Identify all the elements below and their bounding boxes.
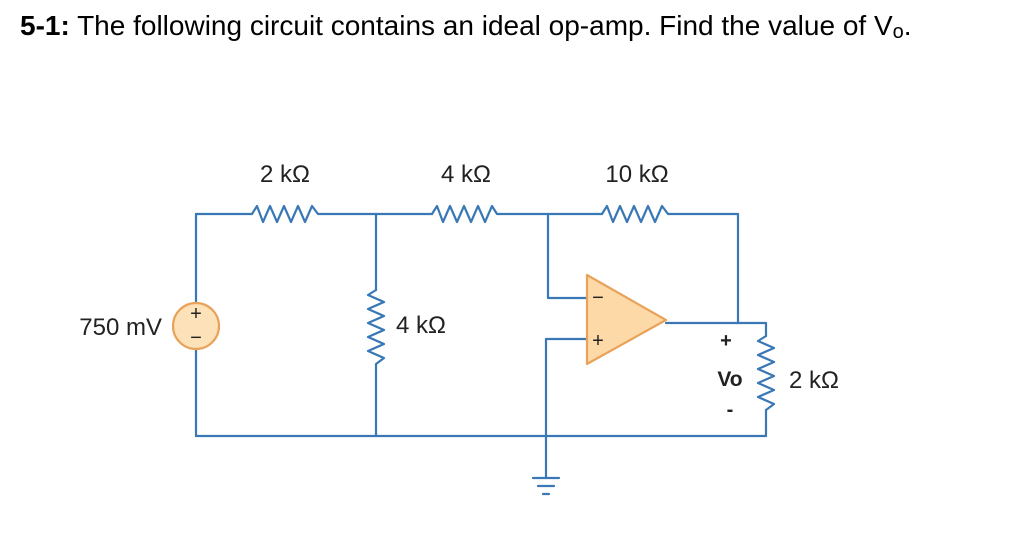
resistor-2k-top	[250, 204, 324, 224]
question-end: .	[903, 10, 912, 41]
vo-label: Vo	[717, 368, 742, 391]
wire-noninv-to-ground	[544, 337, 589, 480]
wire-bottom	[194, 424, 768, 438]
op-amp: − +	[585, 273, 668, 366]
source-minus-sign: −	[190, 327, 202, 349]
question-text: 5-1: The following circuit contains an i…	[20, 10, 912, 44]
r3-label: 10 kΩ	[605, 161, 668, 188]
resistor-2k-load	[756, 334, 776, 428]
r4-label: 4 kΩ	[396, 312, 446, 339]
wire-output	[664, 321, 768, 338]
question-number: 5-1:	[20, 10, 70, 41]
resistor-4k-top	[430, 204, 502, 224]
rload-label: 2 kΩ	[789, 367, 839, 394]
r1-label: 2 kΩ	[260, 161, 310, 188]
ground-icon	[531, 476, 561, 496]
question-body: The following circuit contains an ideal …	[77, 10, 893, 41]
source-label: 750 mV	[79, 314, 162, 341]
resistor-4k-shunt	[366, 288, 386, 370]
opamp-noninverting-sign: +	[592, 330, 604, 352]
question-subscript: o	[892, 21, 904, 43]
r2-label: 4 kΩ	[441, 161, 491, 188]
opamp-inverting-sign: −	[592, 287, 604, 309]
vo-minus-sign: -	[727, 399, 734, 421]
wire-node2-to-inv	[546, 212, 589, 300]
source-plus-sign: +	[190, 303, 202, 325]
vo-plus-sign: +	[720, 330, 732, 352]
resistor-10k-feedback	[600, 204, 674, 224]
voltage-source: + −	[171, 301, 221, 351]
